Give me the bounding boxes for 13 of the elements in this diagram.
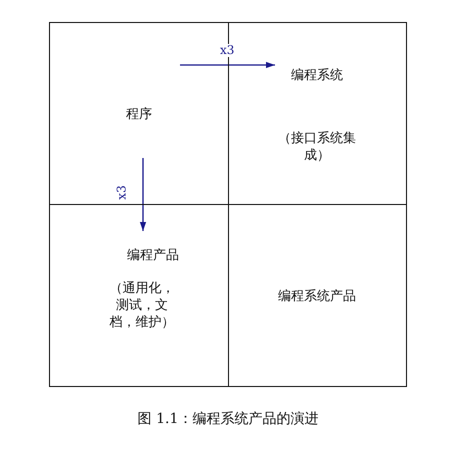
arrow — [180, 62, 275, 68]
cell-heading: 编程系统 — [291, 67, 343, 84]
quadrant-cell — [228, 204, 407, 387]
edge-label: x3 — [116, 184, 129, 201]
cell-note: （接口系统集成） — [278, 130, 356, 164]
figure-caption: 图 1.1：编程系统产品的演进 — [138, 411, 318, 427]
cell-heading: 编程系统产品 — [278, 288, 356, 305]
quadrant-cell — [49, 204, 229, 387]
arrow — [140, 158, 146, 231]
cell-heading: 编程产品 — [127, 247, 179, 264]
cell-note: （通用化，测试，文档，维护） — [109, 280, 175, 331]
cell-heading: 程序 — [126, 106, 152, 123]
edge-label: x3 — [219, 44, 236, 57]
